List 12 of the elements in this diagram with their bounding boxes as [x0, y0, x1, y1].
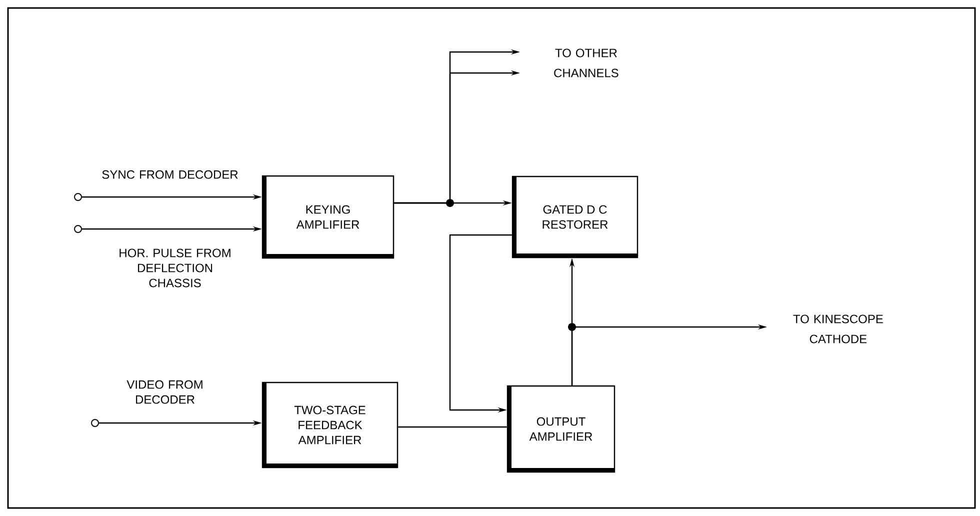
edge-label: SYNC FROM DECODER [102, 170, 238, 179]
block-box: OUTPUT AMPLIFIER [506, 385, 616, 473]
output-label: TO KINESCOPE CATHODE [793, 314, 883, 344]
output-label: TO OTHER CHANNELS [554, 48, 618, 78]
edge-label: HOR. PULSE FROM DEFLECTION CHASSIS [120, 248, 230, 288]
input-terminal [74, 192, 82, 201]
edge-label: VIDEO FROM DECODER [126, 380, 202, 404]
block-box: KEYING AMPLIFIER [262, 175, 394, 259]
input-terminal [74, 225, 82, 233]
input-terminal [91, 418, 99, 427]
block-box: TWO-STAGE FEEDBACK AMPLIFIER [262, 382, 398, 468]
block-box: GATED D C RESTORER [512, 176, 638, 258]
